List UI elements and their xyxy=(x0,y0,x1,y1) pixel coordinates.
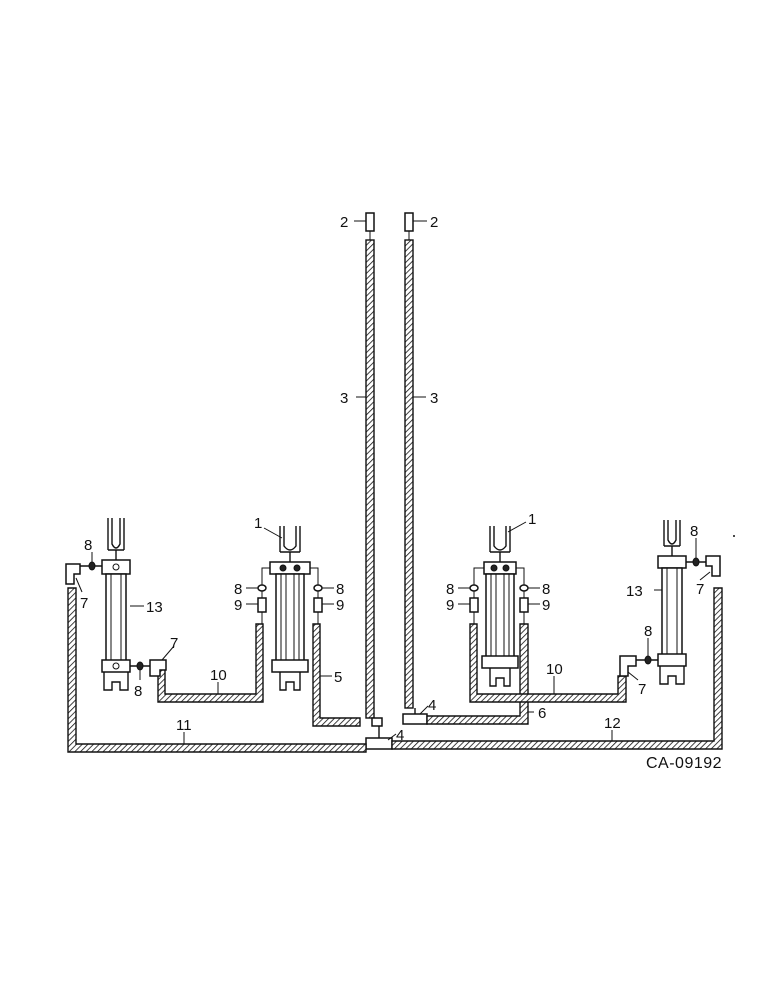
hose-6 xyxy=(426,623,529,725)
stray-dot xyxy=(733,535,735,537)
label-7-d: 7 xyxy=(638,681,646,698)
hose-12 xyxy=(391,587,723,750)
leader-lines xyxy=(75,220,711,744)
coupling-right xyxy=(404,212,414,232)
label-11: 11 xyxy=(176,717,192,734)
hose-10-right xyxy=(469,623,627,703)
label-8-g: 8 xyxy=(690,523,698,540)
label-3-right: 3 xyxy=(430,390,438,407)
cylinder-outer-left xyxy=(65,518,167,691)
label-10-right: 10 xyxy=(546,661,563,678)
label-8-d: 8 xyxy=(336,581,344,598)
label-8-h: 8 xyxy=(644,623,652,640)
cylinder-outer-right xyxy=(619,520,721,685)
label-1-right: 1 xyxy=(528,511,536,528)
label-6: 6 xyxy=(538,705,546,722)
label-9-b: 9 xyxy=(336,597,344,614)
label-9-d: 9 xyxy=(542,597,550,614)
hose-10-left xyxy=(157,623,264,703)
label-10-left: 10 xyxy=(210,667,227,684)
label-2-right: 2 xyxy=(430,214,438,231)
part-labels: 2 2 3 3 1 1 8 7 13 7 8 8 9 8 9 8 9 8 9 1… xyxy=(80,214,722,772)
label-12: 12 xyxy=(604,715,621,732)
label-13-left: 13 xyxy=(146,599,163,616)
label-1-left: 1 xyxy=(254,515,262,532)
supply-hose-right xyxy=(404,239,414,709)
drawing-code: CA-09192 xyxy=(646,755,722,772)
label-9-a: 9 xyxy=(234,597,242,614)
label-3-left: 3 xyxy=(340,390,348,407)
hose-5 xyxy=(312,623,361,727)
label-7-a: 7 xyxy=(80,595,88,612)
supply-hoses xyxy=(365,212,414,719)
coupling-left xyxy=(365,212,375,232)
label-8-f: 8 xyxy=(542,581,550,598)
label-9-c: 9 xyxy=(446,597,454,614)
label-8-b: 8 xyxy=(134,683,142,700)
label-4-lower: 4 xyxy=(396,727,404,744)
cylinder-inner-left xyxy=(257,526,323,691)
label-8-e: 8 xyxy=(446,581,454,598)
label-7-c: 7 xyxy=(696,581,704,598)
label-4-upper: 4 xyxy=(428,697,436,714)
cylinder-inner-right xyxy=(469,526,529,687)
supply-hose-left xyxy=(365,239,375,719)
label-7-b: 7 xyxy=(170,635,178,652)
label-8-c: 8 xyxy=(234,581,242,598)
label-13-right: 13 xyxy=(626,583,643,600)
label-2-left: 2 xyxy=(340,214,348,231)
label-5: 5 xyxy=(334,669,342,686)
label-8-a: 8 xyxy=(84,537,92,554)
hose-11 xyxy=(67,587,367,753)
